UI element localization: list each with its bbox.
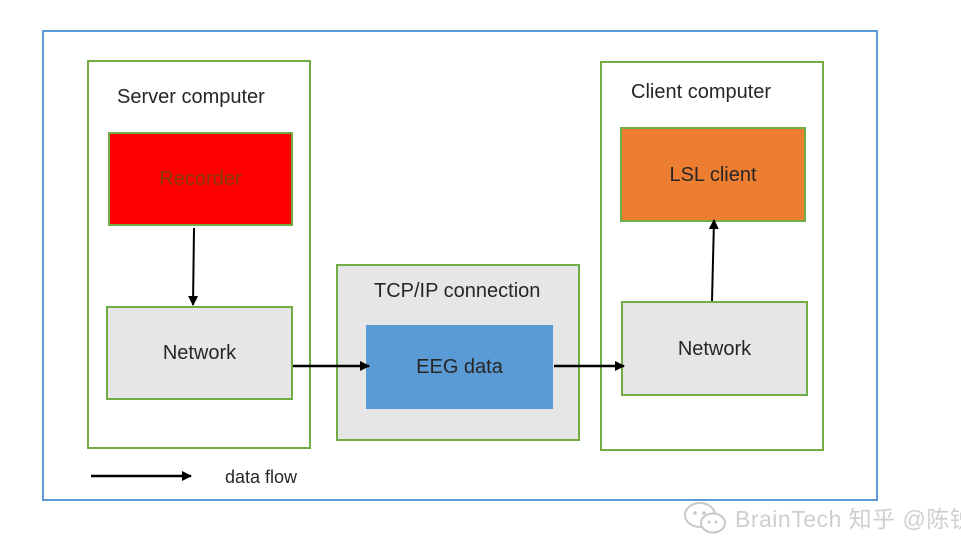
legend-label: data flow: [225, 467, 298, 487]
server-computer-box: [87, 60, 311, 449]
eeg-data-box: EEG data: [366, 325, 553, 409]
client-network-box: Network: [621, 301, 808, 396]
client-network-label: Network: [677, 337, 752, 360]
server-network-label: Network: [162, 342, 237, 364]
diagram-frame: [42, 30, 878, 501]
server-computer-title: Server computer: [117, 86, 265, 108]
tcp-connection-title: TCP/IP connection: [374, 280, 541, 302]
wechat-icon: [684, 502, 726, 534]
recorder-box: Recorder: [108, 132, 293, 226]
watermark-text: BrainTech 知乎 @陈锐: [735, 506, 961, 532]
recorder-label: Recorder: [159, 168, 242, 190]
server-network-box: Network: [106, 306, 293, 400]
lsl-client-label: LSL client: [669, 163, 757, 186]
client-computer-box: [600, 61, 824, 451]
client-computer-title: Client computer: [631, 81, 772, 103]
lsl-client-box: LSL client: [620, 127, 806, 222]
eeg-data-label: EEG data: [416, 356, 503, 378]
